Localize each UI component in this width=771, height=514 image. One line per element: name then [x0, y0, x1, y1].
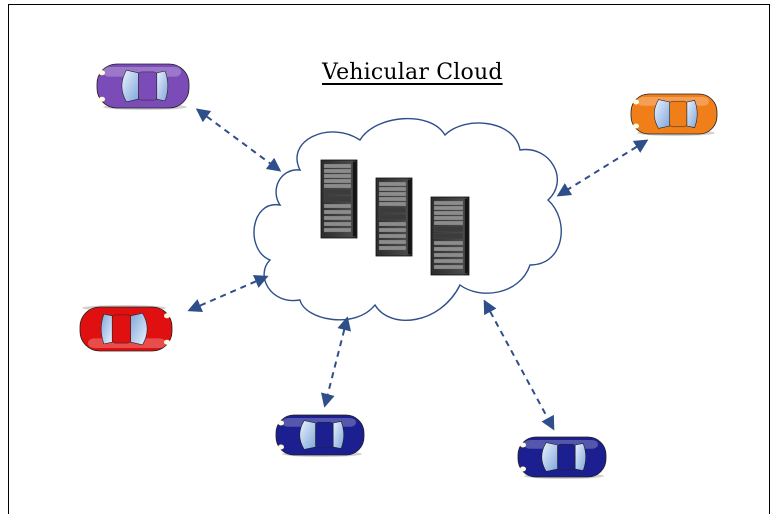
server-3-rack-icon [430, 196, 470, 276]
diagram-frame [8, 4, 770, 514]
link-car-orange-to-cloud [556, 139, 649, 197]
car-red-car-icon [79, 305, 173, 352]
link-car-blue-1-to-cloud [320, 316, 352, 408]
link-car-blue-2-to-cloud [483, 299, 555, 431]
car-blue-2-car-icon [517, 436, 607, 479]
server-1-rack-icon [320, 159, 358, 239]
car-purple-car-icon [96, 63, 190, 110]
diagram-title: Vehicular Cloud [322, 60, 503, 85]
car-orange-car-icon [630, 93, 718, 136]
server-2-rack-icon [375, 177, 413, 257]
link-car-red-to-cloud [187, 275, 269, 312]
car-blue-1-car-icon [275, 414, 365, 457]
link-car-purple-to-cloud [195, 108, 282, 172]
